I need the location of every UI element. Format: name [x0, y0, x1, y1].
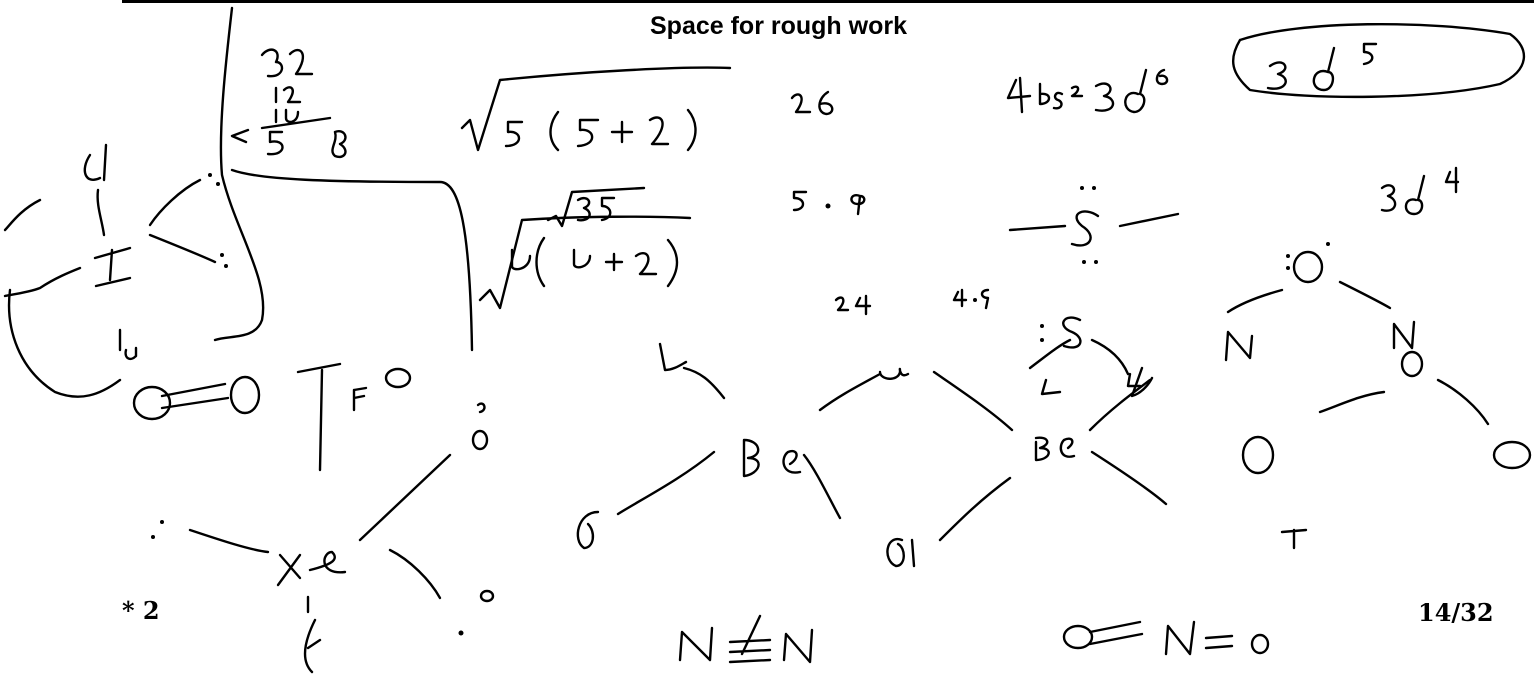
sqrt-4-4-plus-2: [478, 215, 692, 310]
sqrt-5-5-plus-2: [460, 66, 732, 152]
right-bracket-stroke: [230, 168, 474, 352]
page-number: 14/32: [1418, 598, 1494, 627]
sqrt-35: [546, 186, 646, 228]
left-vertical-stroke: [213, 6, 265, 342]
question-marker: * 2: [122, 596, 160, 625]
page-heading: Space for rough work: [650, 12, 907, 40]
circled-3d5: [1231, 22, 1526, 99]
top-rule: [122, 0, 1534, 3]
